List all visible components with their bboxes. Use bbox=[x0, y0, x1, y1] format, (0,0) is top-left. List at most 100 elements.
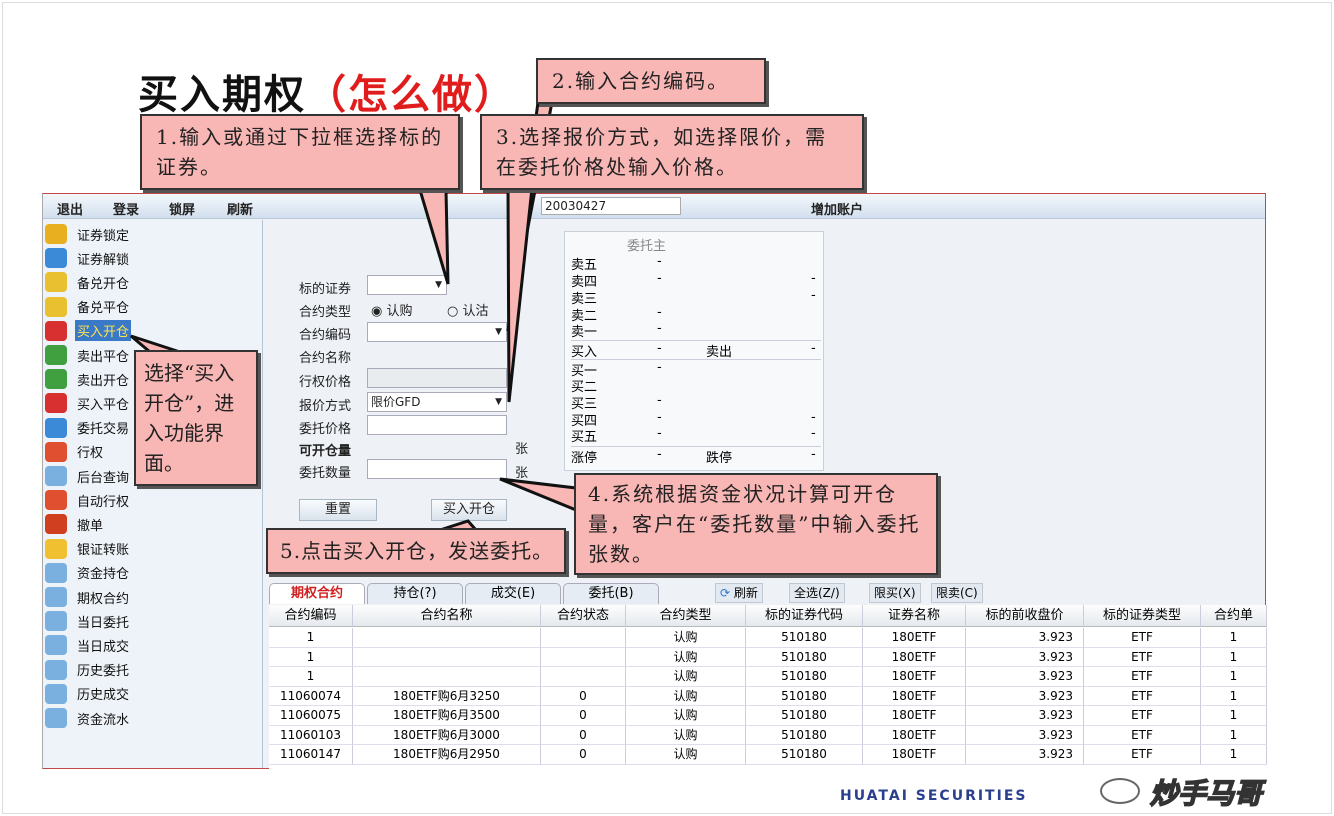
table-cell[interactable] bbox=[541, 628, 626, 648]
table-cell[interactable]: 180ETF bbox=[863, 725, 966, 745]
table-cell[interactable]: 11060074 bbox=[269, 686, 353, 706]
sidebar-item[interactable]: 证券解锁 bbox=[45, 247, 131, 269]
qty-input[interactable] bbox=[367, 459, 507, 479]
table-cell[interactable]: ETF bbox=[1084, 745, 1201, 765]
table-cell[interactable]: ETF bbox=[1084, 725, 1201, 745]
table-cell[interactable]: 3.923 bbox=[966, 667, 1084, 687]
table-cell[interactable]: 510180 bbox=[746, 745, 863, 765]
table-cell[interactable]: 3.923 bbox=[966, 725, 1084, 745]
table-cell[interactable]: 0 bbox=[541, 706, 626, 726]
table-cell[interactable]: 180ETF购6月3000 bbox=[353, 725, 541, 745]
table-cell[interactable]: 认购 bbox=[626, 725, 746, 745]
column-header[interactable]: 合约状态 bbox=[541, 605, 626, 627]
tab-orders[interactable]: 委托(B) bbox=[563, 583, 659, 604]
column-header[interactable]: 合约名称 bbox=[353, 605, 541, 627]
column-header[interactable]: 标的前收盘价 bbox=[966, 605, 1084, 627]
price-input[interactable] bbox=[367, 415, 507, 435]
table-cell[interactable]: 180ETF bbox=[863, 628, 966, 648]
table-cell[interactable]: 3.923 bbox=[966, 628, 1084, 648]
table-cell[interactable]: 1 bbox=[269, 647, 353, 667]
table-cell[interactable]: 1 bbox=[1201, 667, 1267, 687]
table-cell[interactable]: 1 bbox=[1201, 725, 1267, 745]
column-header[interactable]: 合约编码 bbox=[269, 605, 353, 627]
table-cell[interactable]: 1 bbox=[269, 667, 353, 687]
table-cell[interactable]: 认购 bbox=[626, 628, 746, 648]
column-header[interactable]: 合约类型 bbox=[626, 605, 746, 627]
sidebar-item[interactable]: 证券锁定 bbox=[45, 223, 131, 245]
table-cell[interactable]: 510180 bbox=[746, 667, 863, 687]
account-field[interactable]: 20030427 bbox=[541, 197, 681, 215]
sidebar-item[interactable]: 撤单 bbox=[45, 513, 105, 535]
quote-tab[interactable]: 委托主 bbox=[627, 239, 667, 254]
menu-exit[interactable]: 退出 bbox=[57, 203, 84, 218]
table-cell[interactable]: 1 bbox=[269, 628, 353, 648]
sidebar-item[interactable]: 当日成交 bbox=[45, 634, 131, 656]
menu-refresh[interactable]: 刷新 bbox=[227, 203, 254, 218]
sidebar-item[interactable]: 历史成交 bbox=[45, 683, 131, 705]
type-put-radio[interactable]: ○ 认沽 bbox=[447, 304, 489, 319]
table-cell[interactable] bbox=[353, 667, 541, 687]
table-cell[interactable]: 0 bbox=[541, 725, 626, 745]
code-select[interactable]: ▼ bbox=[367, 322, 507, 342]
table-cell[interactable]: 180ETF bbox=[863, 706, 966, 726]
table-cell[interactable]: 1 bbox=[1201, 647, 1267, 667]
column-header[interactable]: 标的证券类型 bbox=[1084, 605, 1201, 627]
pricing-select[interactable]: 限价GFD▼ bbox=[367, 392, 507, 412]
sidebar-item[interactable]: 买入开仓 bbox=[45, 320, 132, 342]
table-cell[interactable]: 3.923 bbox=[966, 745, 1084, 765]
sidebar-item[interactable]: 行权 bbox=[45, 441, 105, 463]
table-cell[interactable]: 11060147 bbox=[269, 745, 353, 765]
table-cell[interactable]: 11060075 bbox=[269, 706, 353, 726]
table-cell[interactable]: 510180 bbox=[746, 686, 863, 706]
table-cell[interactable] bbox=[541, 667, 626, 687]
table-cell[interactable]: 180ETF bbox=[863, 647, 966, 667]
table-cell[interactable]: 510180 bbox=[746, 628, 863, 648]
reset-button[interactable]: 重置 bbox=[299, 499, 377, 521]
table-cell[interactable]: 180ETF购6月2950 bbox=[353, 745, 541, 765]
table-cell[interactable]: 0 bbox=[541, 686, 626, 706]
sidebar-item[interactable]: 备兑平仓 bbox=[45, 296, 131, 318]
tab-positions[interactable]: 持仓(?) bbox=[367, 583, 463, 604]
table-cell[interactable]: 180ETF购6月3250 bbox=[353, 686, 541, 706]
table-cell[interactable] bbox=[353, 628, 541, 648]
refresh-button[interactable]: ⟳ 刷新 bbox=[715, 583, 763, 603]
table-cell[interactable] bbox=[541, 647, 626, 667]
sidebar-item[interactable]: 备兑开仓 bbox=[45, 271, 131, 293]
table-cell[interactable]: 11060103 bbox=[269, 725, 353, 745]
add-account-button[interactable]: 增加账户 bbox=[811, 203, 864, 218]
select-all-button[interactable]: 全选(Z/) bbox=[789, 583, 845, 603]
sidebar-item[interactable]: 卖出开仓 bbox=[45, 368, 131, 390]
table-cell[interactable]: ETF bbox=[1084, 628, 1201, 648]
limit-sell-button[interactable]: 限卖(C) bbox=[931, 583, 983, 603]
table-cell[interactable]: ETF bbox=[1084, 706, 1201, 726]
column-header[interactable]: 标的证券代码 bbox=[746, 605, 863, 627]
table-cell[interactable] bbox=[353, 647, 541, 667]
sidebar-item[interactable]: 当日委托 bbox=[45, 610, 131, 632]
table-cell[interactable]: 3.923 bbox=[966, 647, 1084, 667]
column-header[interactable]: 证券名称 bbox=[863, 605, 966, 627]
table-cell[interactable]: 3.923 bbox=[966, 686, 1084, 706]
table-cell[interactable]: 1 bbox=[1201, 628, 1267, 648]
tab-option-contracts[interactable]: 期权合约 bbox=[269, 583, 365, 604]
sidebar-item[interactable]: 买入平仓 bbox=[45, 392, 131, 414]
column-header[interactable]: 合约单 bbox=[1201, 605, 1267, 627]
tab-trades[interactable]: 成交(E) bbox=[465, 583, 561, 604]
menu-login[interactable]: 登录 bbox=[113, 203, 140, 218]
table-cell[interactable]: 180ETF bbox=[863, 686, 966, 706]
table-cell[interactable]: 认购 bbox=[626, 647, 746, 667]
table-cell[interactable]: ETF bbox=[1084, 647, 1201, 667]
table-cell[interactable]: ETF bbox=[1084, 667, 1201, 687]
sidebar-item[interactable]: 银证转账 bbox=[45, 538, 131, 560]
sidebar-item[interactable]: 自动行权 bbox=[45, 489, 131, 511]
table-cell[interactable]: 认购 bbox=[626, 686, 746, 706]
table-cell[interactable]: 180ETF购6月3500 bbox=[353, 706, 541, 726]
sidebar-item[interactable]: 卖出平仓 bbox=[45, 344, 131, 366]
table-cell[interactable]: 认购 bbox=[626, 745, 746, 765]
table-cell[interactable]: 1 bbox=[1201, 686, 1267, 706]
table-cell[interactable]: 510180 bbox=[746, 647, 863, 667]
table-cell[interactable]: 180ETF bbox=[863, 745, 966, 765]
table-cell[interactable]: 510180 bbox=[746, 706, 863, 726]
limit-buy-button[interactable]: 限买(X) bbox=[869, 583, 921, 603]
table-cell[interactable]: 3.923 bbox=[966, 706, 1084, 726]
underlying-select[interactable]: ▼ bbox=[367, 275, 447, 295]
